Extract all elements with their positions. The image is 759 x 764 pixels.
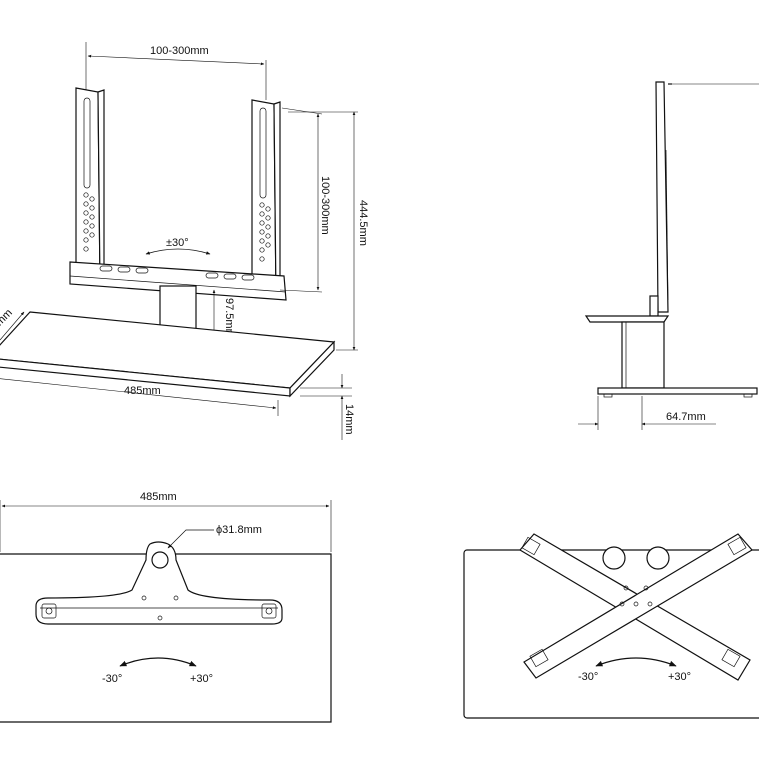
tl-rot-pos-label: +30° [190,673,213,685]
side-bracket [649,295,659,317]
thickness-label: 14mm [343,404,355,435]
swivel-label: ±30° [166,237,189,249]
tr-base-outline [463,549,759,719]
tl-rotation-arrow [119,657,197,667]
base-width-dimension-line [0,376,277,410]
tr-rot-pos-label: +30° [668,671,691,683]
left-upright-bracket [75,87,105,285]
width-dimension-line [87,54,265,66]
tr-arm-2 [523,533,753,679]
column-height-label: 97.5mm [223,298,235,338]
tl-hole-leader [167,529,214,549]
tl-rot-neg-label: -30° [102,673,122,685]
base-width-label: 485mm [124,385,161,397]
crossbar [69,261,287,301]
tr-rotation-arrow [595,657,677,667]
total-height-label: 444.5mm [357,200,369,246]
side-shelf [584,315,670,323]
tv-panel-edge [655,81,669,313]
front-view: 100-300mm [0,42,369,440]
tl-width-label: 485mm [140,491,177,503]
offset-label: 64.7mm [666,411,706,423]
tl-center-hole [151,551,169,569]
height-label: 100-300mm [319,176,331,235]
base-depth-dimension-line [0,311,25,341]
tr-center-joint [602,546,670,607]
swivel-arrow [145,248,211,255]
right-upright-bracket [251,99,281,299]
height-ext-bottom [279,289,323,293]
width-label: 100-300mm [150,45,209,57]
side-column [621,321,665,389]
side-base [597,387,758,395]
tr-rot-neg-label: -30° [578,671,598,683]
side-view: 64.7mm [578,81,759,430]
tl-bracket-plate [35,541,283,625]
height-ext-top [281,107,323,115]
top-view-left: 485mm ϕ31.8mm -30° +30° [0,491,332,723]
top-view-right: -30° +30° [463,533,759,719]
tl-hole-label: ϕ31.8mm [216,524,262,536]
